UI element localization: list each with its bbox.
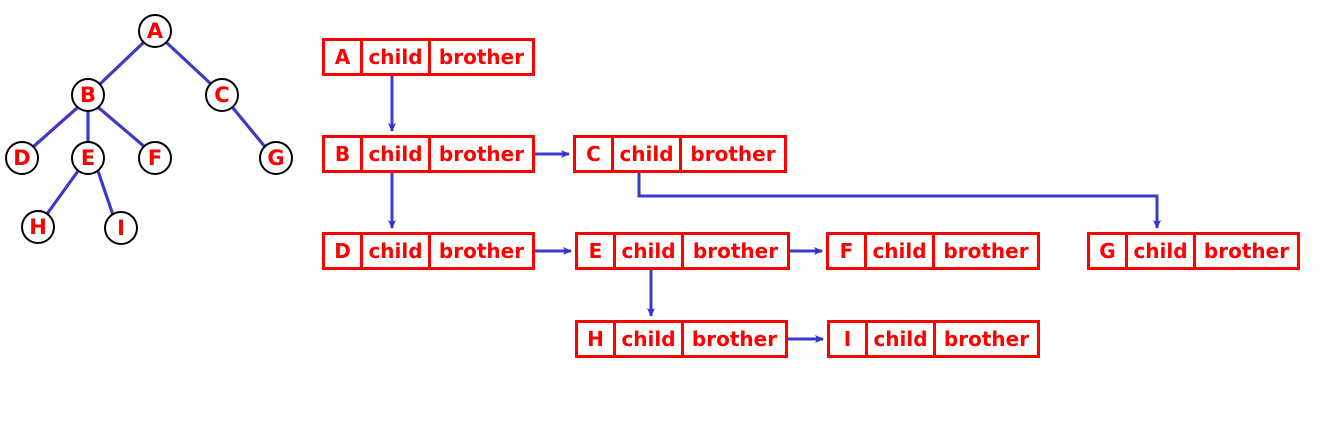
tree-node-label: E (80, 145, 96, 170)
list-node-i[interactable]: I child brother (827, 320, 1040, 358)
tree-edge-e-i (96, 169, 115, 217)
tree-node-d[interactable]: D (5, 141, 39, 175)
tree-node-b[interactable]: B (71, 78, 105, 112)
tree-node-e[interactable]: E (71, 141, 105, 175)
tree-edge-c-g (231, 106, 268, 150)
list-node-child-field[interactable]: child (363, 138, 431, 170)
list-node-b[interactable]: B child brother (322, 135, 535, 173)
list-node-brother-field[interactable]: brother (438, 45, 525, 69)
list-node-e[interactable]: E child brother (575, 232, 790, 270)
tree-node-c[interactable]: C (205, 78, 239, 112)
list-node-key: I (830, 323, 868, 355)
list-node-child-field[interactable]: child (614, 138, 682, 170)
list-node-brother-field[interactable]: brother (943, 327, 1030, 351)
tree-node-label: B (79, 82, 96, 107)
tree-node-g[interactable]: G (259, 141, 293, 175)
tree-node-label: G (267, 145, 285, 170)
tree-node-a[interactable]: A (138, 14, 172, 48)
list-node-child-field[interactable]: child (1128, 235, 1196, 267)
list-node-child-field[interactable]: child (616, 235, 684, 267)
tree-node-label: A (146, 18, 164, 43)
list-node-brother-field[interactable]: brother (690, 142, 776, 166)
tree-edges (31, 41, 268, 217)
list-node-brother-field[interactable]: brother (1203, 239, 1290, 263)
list-node-child-field[interactable]: child (616, 323, 684, 355)
list-node-g[interactable]: G child brother (1087, 232, 1300, 270)
tree-node-label: C (214, 82, 230, 107)
list-node-brother-field[interactable]: brother (692, 239, 779, 263)
tree-edge-b-f (97, 106, 148, 150)
list-node-key: A (325, 41, 363, 73)
list-node-d[interactable]: D child brother (322, 232, 535, 270)
tree-node-f[interactable]: F (138, 141, 172, 175)
list-node-f[interactable]: F child brother (826, 232, 1040, 270)
tree-node-label: H (29, 214, 47, 239)
list-node-child-field[interactable]: child (867, 235, 935, 267)
tree-node-h[interactable]: H (21, 210, 55, 244)
list-node-child-field[interactable]: child (363, 41, 431, 73)
list-node-key: D (325, 235, 363, 267)
list-node-key: E (578, 235, 616, 267)
list-pointers (388, 75, 1161, 343)
list-node-h[interactable]: H child brother (575, 320, 788, 358)
list-node-key: H (578, 323, 616, 355)
list-node-brother-field[interactable]: brother (943, 239, 1029, 263)
list-node-brother-field[interactable]: brother (691, 327, 778, 351)
tree-node-label: F (147, 145, 163, 170)
tree-edge-b-d (31, 106, 79, 149)
list-node-child-field[interactable]: child (868, 323, 936, 355)
tree-edge-e-h (45, 169, 80, 216)
pointer-c-child-to-g (637, 173, 1161, 229)
tree-node-i[interactable]: I (104, 211, 138, 245)
list-node-brother-field[interactable]: brother (438, 239, 525, 263)
list-node-c[interactable]: C child brother (573, 135, 787, 173)
list-node-brother-field[interactable]: brother (438, 142, 525, 166)
tree-edge-a-c (165, 41, 213, 86)
list-node-key: F (829, 235, 867, 267)
tree-node-label: I (117, 215, 125, 240)
list-node-a[interactable]: A child brother (322, 38, 535, 76)
list-node-key: B (325, 138, 363, 170)
tree-edge-a-b (98, 41, 145, 86)
list-node-key: G (1090, 235, 1128, 267)
tree-node-label: D (13, 145, 31, 170)
list-node-child-field[interactable]: child (363, 235, 431, 267)
list-node-key: C (576, 138, 614, 170)
